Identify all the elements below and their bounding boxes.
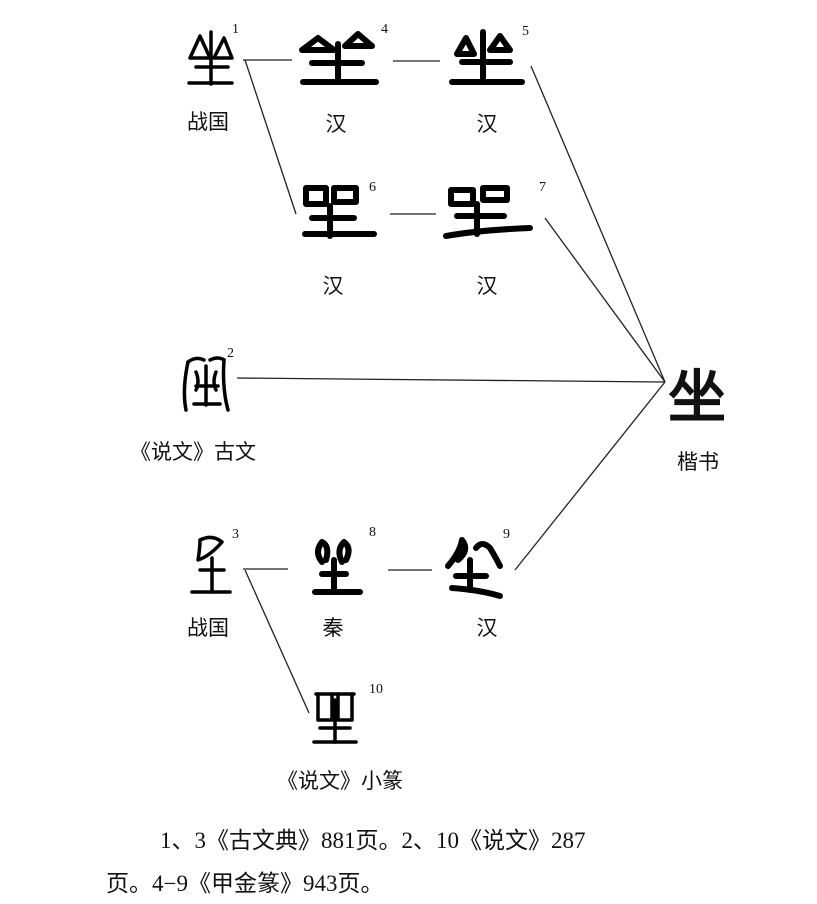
glyph-8 xyxy=(312,539,363,595)
edge-5-kaishu xyxy=(530,65,666,383)
node-label: 汉 xyxy=(476,112,498,136)
caption-line-2: 页。4−9《甲金篆》943页。 xyxy=(106,871,384,896)
node-number: 9 xyxy=(503,527,510,542)
node-number: 6 xyxy=(369,180,376,195)
node-label: 汉 xyxy=(476,274,498,298)
node-label: 战国 xyxy=(187,110,229,134)
glyph-7 xyxy=(443,185,533,239)
node-number: 5 xyxy=(522,24,529,39)
glyph-6 xyxy=(302,185,377,239)
node-label: 汉 xyxy=(476,616,498,640)
glyph-3 xyxy=(190,535,232,594)
node-label: 秦 xyxy=(322,616,344,640)
node-number: 8 xyxy=(369,525,376,540)
node-number: 4 xyxy=(381,22,388,37)
edge-2-kaishu xyxy=(236,377,666,383)
glyph-5 xyxy=(449,29,525,85)
glyph-4 xyxy=(299,31,379,85)
node-label: 战国 xyxy=(187,616,229,640)
edge-7-kaishu xyxy=(544,217,666,383)
node-number: 10 xyxy=(369,682,383,697)
node-number: 2 xyxy=(227,346,234,361)
glyph-1 xyxy=(187,30,234,86)
kaishu-label: 楷书 xyxy=(677,450,719,474)
node-label: 汉 xyxy=(322,274,344,298)
glyph-9 xyxy=(445,537,503,599)
edge-9-kaishu xyxy=(514,381,666,571)
node-label: 《说文》小篆 xyxy=(277,769,403,793)
node-label: 汉 xyxy=(325,112,347,136)
node-number: 7 xyxy=(539,180,546,195)
kaishu-character: 坐 xyxy=(668,363,727,431)
edge-3-10 xyxy=(244,569,310,714)
connector-lines xyxy=(236,59,666,714)
node-number: 3 xyxy=(232,527,239,542)
edge-1-6 xyxy=(244,59,297,215)
glyph-2 xyxy=(182,356,230,412)
glyph-10 xyxy=(312,692,358,744)
node-label: 《说文》古文 xyxy=(130,440,256,464)
caption-line-1: 1、3《古文典》881页。2、10《说文》287 xyxy=(160,828,586,853)
node-number: 1 xyxy=(232,22,239,37)
